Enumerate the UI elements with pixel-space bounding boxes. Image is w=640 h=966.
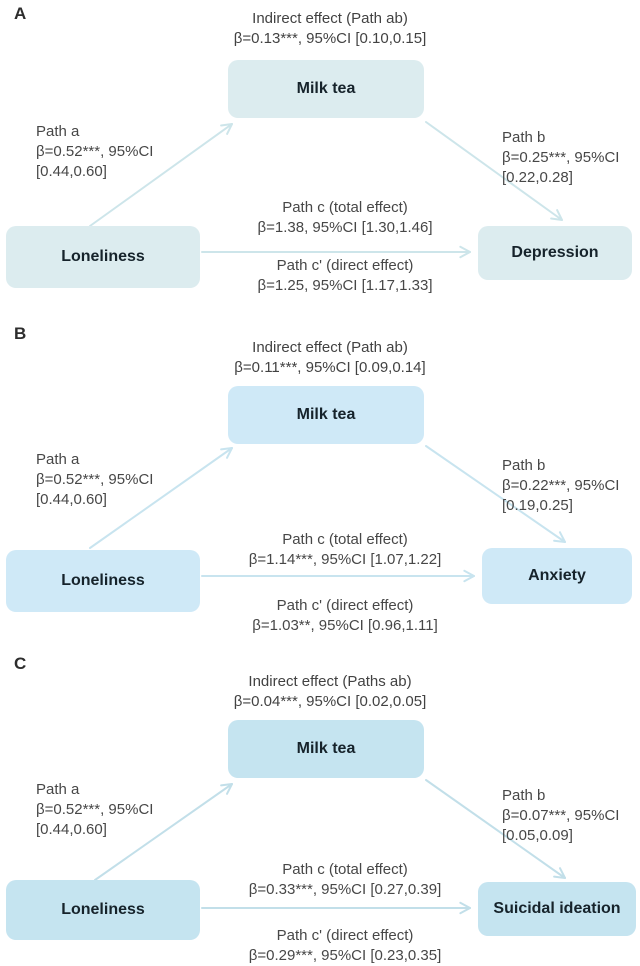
predictor-box: Loneliness <box>6 550 200 612</box>
panel-a-arrows <box>89 121 563 259</box>
outcome-box: Suicidal ideation <box>478 882 636 936</box>
path-b-arrowhead-icon <box>553 531 566 543</box>
path-c-prime-label: Path c' (direct effect) β=1.03**, 95%CI … <box>65 596 625 636</box>
path-a-arrow <box>89 447 233 549</box>
path-a-estimate: β=0.52***, 95%CI <box>36 471 154 488</box>
path-a-ci: [0.44,0.60] <box>36 821 107 838</box>
mediation-panel-b: B Indirect effect (Path ab) β=0.11***, 9… <box>0 318 640 640</box>
path-a-label: Path a β=0.52***, 95%CI [0.44,0.60] <box>36 122 246 182</box>
path-b-arrow <box>425 445 566 543</box>
indirect-effect-title: Indirect effect (Paths ab) <box>248 673 412 690</box>
mediation-panel-c: C Indirect effect (Paths ab) β=0.04***, … <box>0 640 640 964</box>
path-b-ci: [0.19,0.25] <box>502 497 573 514</box>
path-c-prime-name: Path c' (direct effect) <box>276 927 414 944</box>
path-a-arrowhead-icon <box>220 123 233 135</box>
path-a-name: Path a <box>36 123 80 140</box>
path-b-label: Path b β=0.25***, 95%CI [0.22,0.28] <box>502 128 640 188</box>
path-a-name: Path a <box>36 781 80 798</box>
path-b-estimate: β=0.25***, 95%CI <box>502 149 620 166</box>
path-c-prime-name: Path c' (direct effect) <box>276 257 414 274</box>
outcome-box: Depression <box>478 226 632 280</box>
path-c-estimate: β=1.38, 95%CI [1.30,1.46] <box>257 219 433 236</box>
path-a-name: Path a <box>36 451 80 468</box>
panel-label: A <box>14 4 27 23</box>
path-c-estimate: β=0.33***, 95%CI [0.27,0.39] <box>248 881 442 898</box>
mediator-box: Milk tea <box>228 60 424 118</box>
indirect-effect-text: Indirect effect (Path ab) β=0.11***, 95%… <box>20 338 640 378</box>
indirect-effect-title: Indirect effect (Path ab) <box>252 10 408 27</box>
panel-b-arrows <box>89 445 566 583</box>
path-c-name: Path c (total effect) <box>282 861 408 878</box>
path-c-label: Path c (total effect) β=0.33***, 95%CI [… <box>65 860 625 900</box>
indirect-effect-estimate: β=0.11***, 95%CI [0.09,0.14] <box>234 359 426 376</box>
path-c-prime-estimate: β=1.25, 95%CI [1.17,1.33] <box>257 277 433 294</box>
path-b-arrowhead-icon <box>550 209 563 221</box>
indirect-effect-estimate: β=0.13***, 95%CI [0.10,0.15] <box>233 30 427 47</box>
path-b-ci: [0.22,0.28] <box>502 169 573 186</box>
path-b-name: Path b <box>502 129 546 146</box>
path-a-ci: [0.44,0.60] <box>36 163 107 180</box>
panel-label: C <box>14 654 27 673</box>
path-c-prime-estimate: β=1.03**, 95%CI [0.96,1.11] <box>252 617 438 634</box>
path-c-label: Path c (total effect) β=1.14***, 95%CI [… <box>65 530 625 570</box>
indirect-effect-text: Indirect effect (Path ab) β=0.13***, 95%… <box>20 9 640 49</box>
path-a-ci: [0.44,0.60] <box>36 491 107 508</box>
panel-c-arrows <box>94 779 566 915</box>
path-b-estimate: β=0.07***, 95%CI <box>502 807 620 824</box>
path-b-label: Path b β=0.07***, 95%CI [0.05,0.09] <box>502 786 640 846</box>
path-c-prime-label: Path c' (direct effect) β=0.29***, 95%CI… <box>65 926 625 966</box>
path-a-arrow <box>89 123 233 227</box>
path-a-arrow <box>94 783 233 881</box>
path-b-name: Path b <box>502 787 546 804</box>
path-a-arrowhead-icon <box>220 447 233 459</box>
path-c-arrowhead-icon <box>459 245 471 259</box>
path-a-label: Path a β=0.52***, 95%CI [0.44,0.60] <box>36 780 246 840</box>
path-c-name: Path c (total effect) <box>282 199 408 216</box>
mediator-box: Milk tea <box>228 720 424 778</box>
path-c-estimate: β=1.14***, 95%CI [1.07,1.22] <box>248 551 442 568</box>
path-b-estimate: β=0.22***, 95%CI <box>502 477 620 494</box>
outcome-box: Anxiety <box>482 548 632 604</box>
path-a-estimate: β=0.52***, 95%CI <box>36 801 154 818</box>
predictor-box: Loneliness <box>6 226 200 288</box>
mediation-panel-a: A Indirect effect (Path ab) β=0.13***, 9… <box>0 0 640 318</box>
path-b-arrowhead-icon <box>553 867 566 879</box>
path-b-ci: [0.05,0.09] <box>502 827 573 844</box>
path-b-arrow <box>425 121 563 221</box>
path-c-label: Path c (total effect) β=1.38, 95%CI [1.3… <box>65 198 625 238</box>
path-b-arrow <box>425 779 566 879</box>
path-c-arrowhead-icon <box>463 569 475 583</box>
indirect-effect-text: Indirect effect (Paths ab) β=0.04***, 95… <box>20 672 640 712</box>
path-a-estimate: β=0.52***, 95%CI <box>36 143 154 160</box>
predictor-box: Loneliness <box>6 880 200 940</box>
path-b-name: Path b <box>502 457 546 474</box>
path-c-prime-label: Path c' (direct effect) β=1.25, 95%CI [1… <box>65 256 625 296</box>
indirect-effect-title: Indirect effect (Path ab) <box>252 339 408 356</box>
path-a-label: Path a β=0.52***, 95%CI [0.44,0.60] <box>36 450 246 510</box>
path-a-arrowhead-icon <box>220 783 233 795</box>
path-c-name: Path c (total effect) <box>282 531 408 548</box>
panel-label: B <box>14 324 27 343</box>
path-c-prime-estimate: β=0.29***, 95%CI [0.23,0.35] <box>248 947 442 964</box>
path-c-prime-name: Path c' (direct effect) <box>276 597 414 614</box>
indirect-effect-estimate: β=0.04***, 95%CI [0.02,0.05] <box>233 693 427 710</box>
path-b-label: Path b β=0.22***, 95%CI [0.19,0.25] <box>502 456 640 516</box>
mediator-box: Milk tea <box>228 386 424 444</box>
path-c-arrowhead-icon <box>459 901 471 915</box>
